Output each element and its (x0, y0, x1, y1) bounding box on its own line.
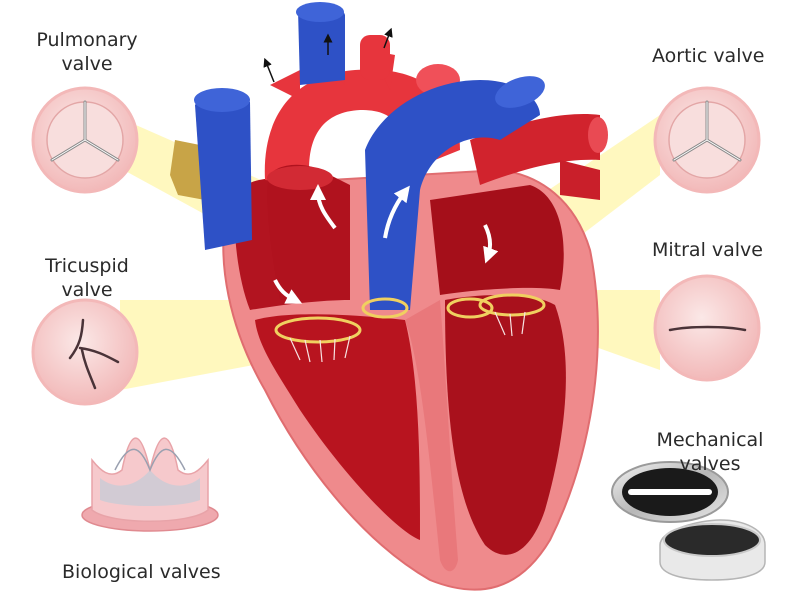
label-mechanical-line2: valves (679, 453, 741, 475)
label-mitral-text: Mitral valve (652, 239, 763, 261)
left-ventricle (445, 295, 566, 555)
superior-vena-cava (195, 93, 252, 250)
tricuspid-ring (274, 316, 362, 344)
tricuspid-valve-disc (31, 298, 139, 406)
pulmonary-ring (361, 297, 409, 319)
heart-illustration (170, 2, 608, 591)
black-arrow-icon (263, 27, 393, 83)
label-biological-text: Biological valves (62, 561, 221, 583)
label-tricuspid-line1: Tricuspid (45, 255, 129, 277)
aortic-valve-disc (653, 86, 761, 194)
left-atrium (430, 185, 564, 295)
label-tricuspid-line2: valve (61, 279, 113, 301)
label-tricuspid-valve: Tricuspid valve (22, 254, 152, 302)
label-biological-valves: Biological valves (62, 560, 221, 584)
blue-ascending-vessel (365, 80, 540, 310)
right-ventricle (255, 314, 420, 540)
label-pulmonary-valve: Pulmonary valve (22, 28, 152, 76)
aortic-root (267, 164, 350, 300)
label-mechanical-valves: Mechanical valves (640, 428, 780, 476)
label-pulmonary-line1: Pulmonary (36, 29, 138, 51)
white-arrow-icon (273, 184, 499, 304)
label-pulmonary-line2: valve (61, 53, 113, 75)
mechanical-valve-illustration (611, 461, 766, 581)
septum (405, 300, 458, 572)
mitral-ring (478, 293, 546, 317)
label-mechanical-line1: Mechanical (656, 429, 764, 451)
label-aortic-text: Aortic valve (652, 45, 765, 67)
biological-valve-illustration (81, 437, 219, 532)
label-mitral-valve: Mitral valve (652, 238, 763, 262)
label-aortic-valve: Aortic valve (652, 44, 764, 68)
pulmonary-trunk-top (298, 3, 345, 85)
pulmonary-valve-disc (31, 86, 139, 194)
mitral-valve-disc (653, 274, 761, 382)
aortic-ring (446, 297, 494, 319)
